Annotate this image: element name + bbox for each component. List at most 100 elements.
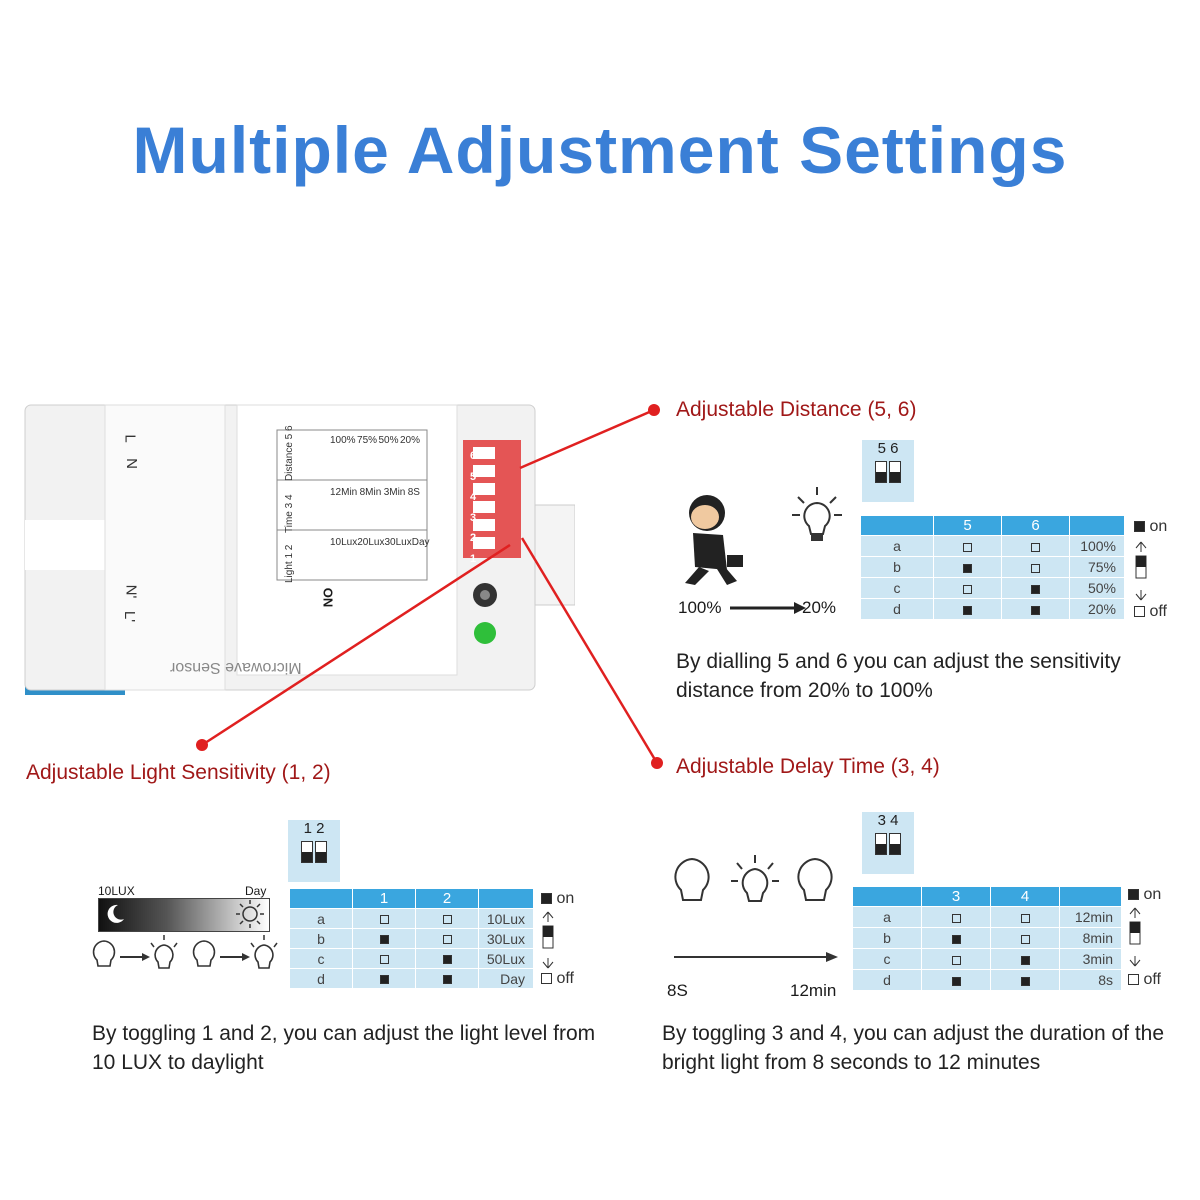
callout-dot: [651, 757, 663, 769]
light-gradient-bar: [98, 898, 270, 932]
dip-header-label: 1 2: [303, 820, 325, 837]
switch-on-icon: [1020, 955, 1030, 965]
dip-numbers: 1 2 3 4 5 6: [470, 450, 490, 565]
dip-number: 3: [470, 511, 477, 524]
switch-on-icon: [1134, 521, 1145, 533]
gradient-left-label: 10LUX: [98, 884, 135, 898]
dip-number: 5: [470, 470, 477, 483]
switch-toggle-icon: [1135, 541, 1147, 601]
label-distance-value: 20%: [399, 435, 420, 446]
table-header: 1: [352, 888, 416, 909]
switch-on-icon: [379, 975, 389, 985]
label-light-value: Day: [411, 537, 430, 548]
page-title: Multiple Adjustment Settings: [132, 113, 1068, 187]
legend-on-label: on: [556, 890, 575, 907]
row-value: 50%: [1069, 577, 1125, 599]
legend-off: off: [541, 970, 574, 988]
legend-off-label: off: [1149, 603, 1167, 620]
switch-off-icon: [1031, 542, 1040, 552]
switch-on-icon: [963, 605, 972, 615]
table-header: [1059, 886, 1122, 907]
switch-off-icon: [1134, 606, 1145, 618]
switch-off-icon: [442, 935, 452, 945]
legend-on: on: [541, 890, 574, 908]
switch-on-icon: [442, 955, 452, 965]
row-label: c: [852, 948, 922, 970]
legend-off-label: off: [556, 970, 574, 987]
table-header: [289, 888, 353, 909]
switch-on-icon: [1031, 605, 1040, 615]
row-label: b: [860, 556, 934, 578]
row-value: Day: [478, 968, 534, 989]
label-distance-value: 50%: [378, 435, 399, 446]
legend-on-label: on: [1143, 886, 1162, 903]
bulb-sequence-icon: [92, 935, 278, 969]
legend-on: on: [1128, 886, 1161, 904]
label-light-value: 30Lux: [384, 537, 412, 548]
legend-off: off: [1134, 603, 1167, 621]
switch-off-icon: [442, 915, 452, 925]
dip-switch-icon: [889, 461, 901, 483]
switch-toggle-icon: [542, 911, 554, 969]
table-header: [478, 888, 534, 909]
row-label: d: [289, 968, 353, 989]
switch-off-icon: [379, 915, 389, 925]
callout-light: Adjustable Light Sensitivity (1, 2): [26, 761, 331, 784]
distance-description: By dialling 5 and 6 you can adjust the s…: [676, 650, 1121, 702]
row-label: d: [852, 969, 922, 991]
row-value: 10Lux: [478, 908, 534, 929]
table-row: b 75%: [860, 556, 1125, 578]
dip-header-label: 3 4: [877, 812, 899, 829]
switch-toggle-icon: [1129, 907, 1141, 967]
switch-off-icon: [1020, 913, 1030, 923]
switch-on-icon: [1020, 976, 1030, 986]
distance-arrow-from: 100%: [678, 598, 722, 617]
row-value: 12min: [1059, 906, 1122, 928]
callout-delay: Adjustable Delay Time (3, 4): [676, 755, 940, 778]
legend-off-label: off: [1143, 971, 1161, 988]
row-label: a: [860, 535, 934, 557]
row-label: c: [289, 948, 353, 969]
table-header: [852, 886, 922, 907]
dip-number: 2: [470, 532, 477, 545]
switch-off-icon: [963, 542, 972, 552]
table-header: 6: [1001, 515, 1070, 536]
gradient-right-label: Day: [245, 884, 267, 898]
table-header: 5: [933, 515, 1002, 536]
switch-off-icon: [951, 955, 961, 965]
label-light-value: 10Lux: [330, 537, 358, 548]
row-value: 3min: [1059, 948, 1122, 970]
dip-switch-icon: [301, 841, 313, 863]
switch-off-icon: [1128, 974, 1139, 986]
dip-switch-icon: [315, 841, 327, 863]
row-label: a: [289, 908, 353, 929]
table-row: c 3min: [852, 948, 1122, 970]
table-header: 4: [990, 886, 1060, 907]
distance-dip-header: 5 6: [862, 440, 914, 502]
legend-on: on: [1134, 518, 1167, 536]
row-label: b: [852, 927, 922, 949]
dip-number: 4: [470, 491, 477, 504]
row-value: 75%: [1069, 556, 1125, 578]
delay-arrow-from: 8S: [667, 981, 688, 1000]
table-row: a 10Lux: [289, 908, 534, 929]
moon-icon: [107, 904, 124, 923]
row-label: c: [860, 577, 934, 599]
switch-on-icon: [379, 935, 389, 945]
callout-dot: [196, 739, 208, 751]
row-label: b: [289, 928, 353, 949]
switch-on-icon: [951, 976, 961, 986]
bulb-on-icon: [792, 487, 842, 541]
label-time-value: 8S: [407, 487, 420, 498]
table-header: [860, 515, 934, 536]
bulb-sequence-icon: [674, 855, 833, 902]
table-header: [1069, 515, 1125, 536]
